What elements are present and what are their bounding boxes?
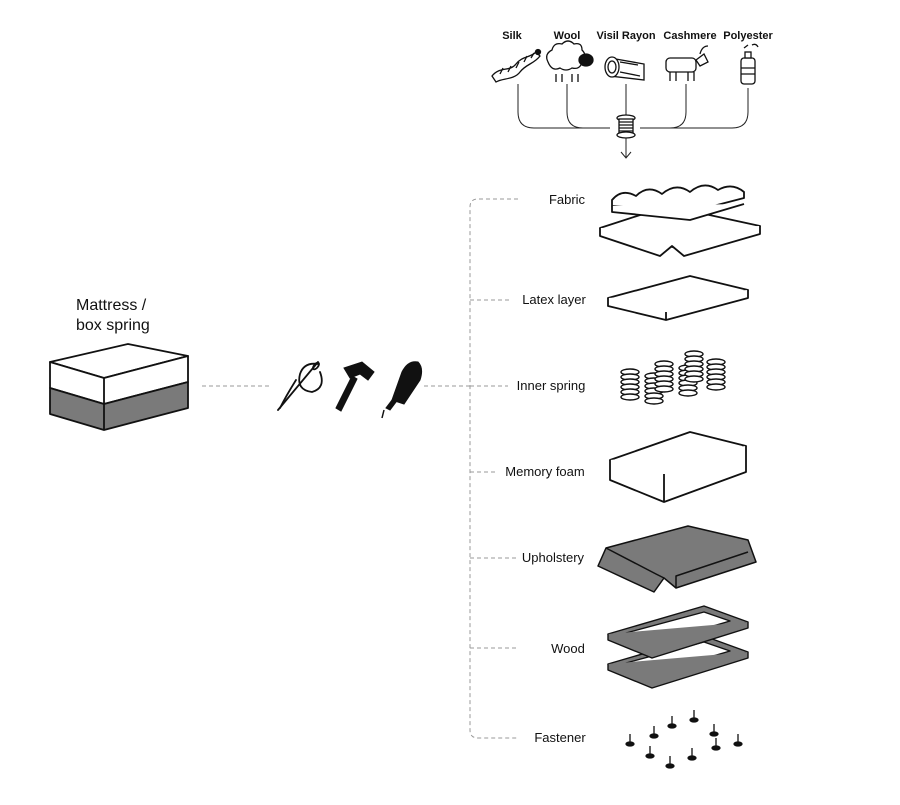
fastener-tack (665, 756, 675, 769)
fastener-tack (667, 716, 677, 729)
fastener-tack (709, 724, 719, 737)
fiber-label-cashmere: Cashmere (663, 30, 716, 42)
spool-icon (616, 114, 636, 139)
fabric-icon (599, 184, 761, 257)
latex-slab-icon (607, 275, 749, 321)
layer-label-wood: Wood (551, 641, 585, 656)
fiber-label-polyester: Polyester (723, 30, 773, 42)
upholstery-icon (597, 525, 757, 593)
spring-coil (654, 360, 674, 393)
fastener-tack (733, 734, 743, 747)
fastener-tack (645, 746, 655, 759)
layer-label-fastener: Fastener (534, 730, 586, 745)
fiber-label-silk: Silk (502, 30, 522, 42)
log-icon (604, 56, 645, 81)
wood-frame-icon (607, 605, 749, 689)
foam-block-icon (609, 431, 747, 503)
fastener-tack (625, 734, 635, 747)
layer-bracket (424, 198, 518, 739)
layer-label-memory-foam: Memory foam (505, 464, 584, 479)
layer-label-upholstery: Upholstery (522, 550, 585, 565)
fastener-tack (687, 748, 697, 761)
fasteners-icon (625, 710, 743, 769)
fiber-label-visil-rayon: Visil Rayon (596, 30, 655, 42)
fastener-tack (689, 710, 699, 723)
fastener-tack (711, 738, 721, 751)
silkworm-icon (491, 48, 542, 83)
spring-coil (620, 368, 640, 401)
springs-icon (620, 350, 726, 405)
needle-thread-icon (277, 361, 323, 411)
layer-label-inner-spring: Inner spring (517, 378, 586, 393)
bottle-icon (740, 43, 759, 85)
fastener-tack (649, 726, 659, 739)
layer-label-latex: Latex layer (522, 292, 586, 307)
goat-icon (665, 45, 709, 81)
spring-coil (684, 350, 704, 383)
layer-label-fabric: Fabric (549, 192, 586, 207)
product-title-line1: Mattress / (76, 297, 147, 314)
fiber-label-wool: Wool (554, 30, 581, 42)
sheep-icon (546, 40, 594, 82)
fiber-merge-lines (517, 84, 749, 129)
product-title-line2: box spring (76, 317, 150, 334)
spring-coil (706, 358, 726, 391)
glue-bottle-icon (381, 361, 423, 419)
spool-arrow (620, 138, 632, 159)
mattress-box-icon (49, 343, 189, 431)
hammer-icon (335, 361, 375, 412)
